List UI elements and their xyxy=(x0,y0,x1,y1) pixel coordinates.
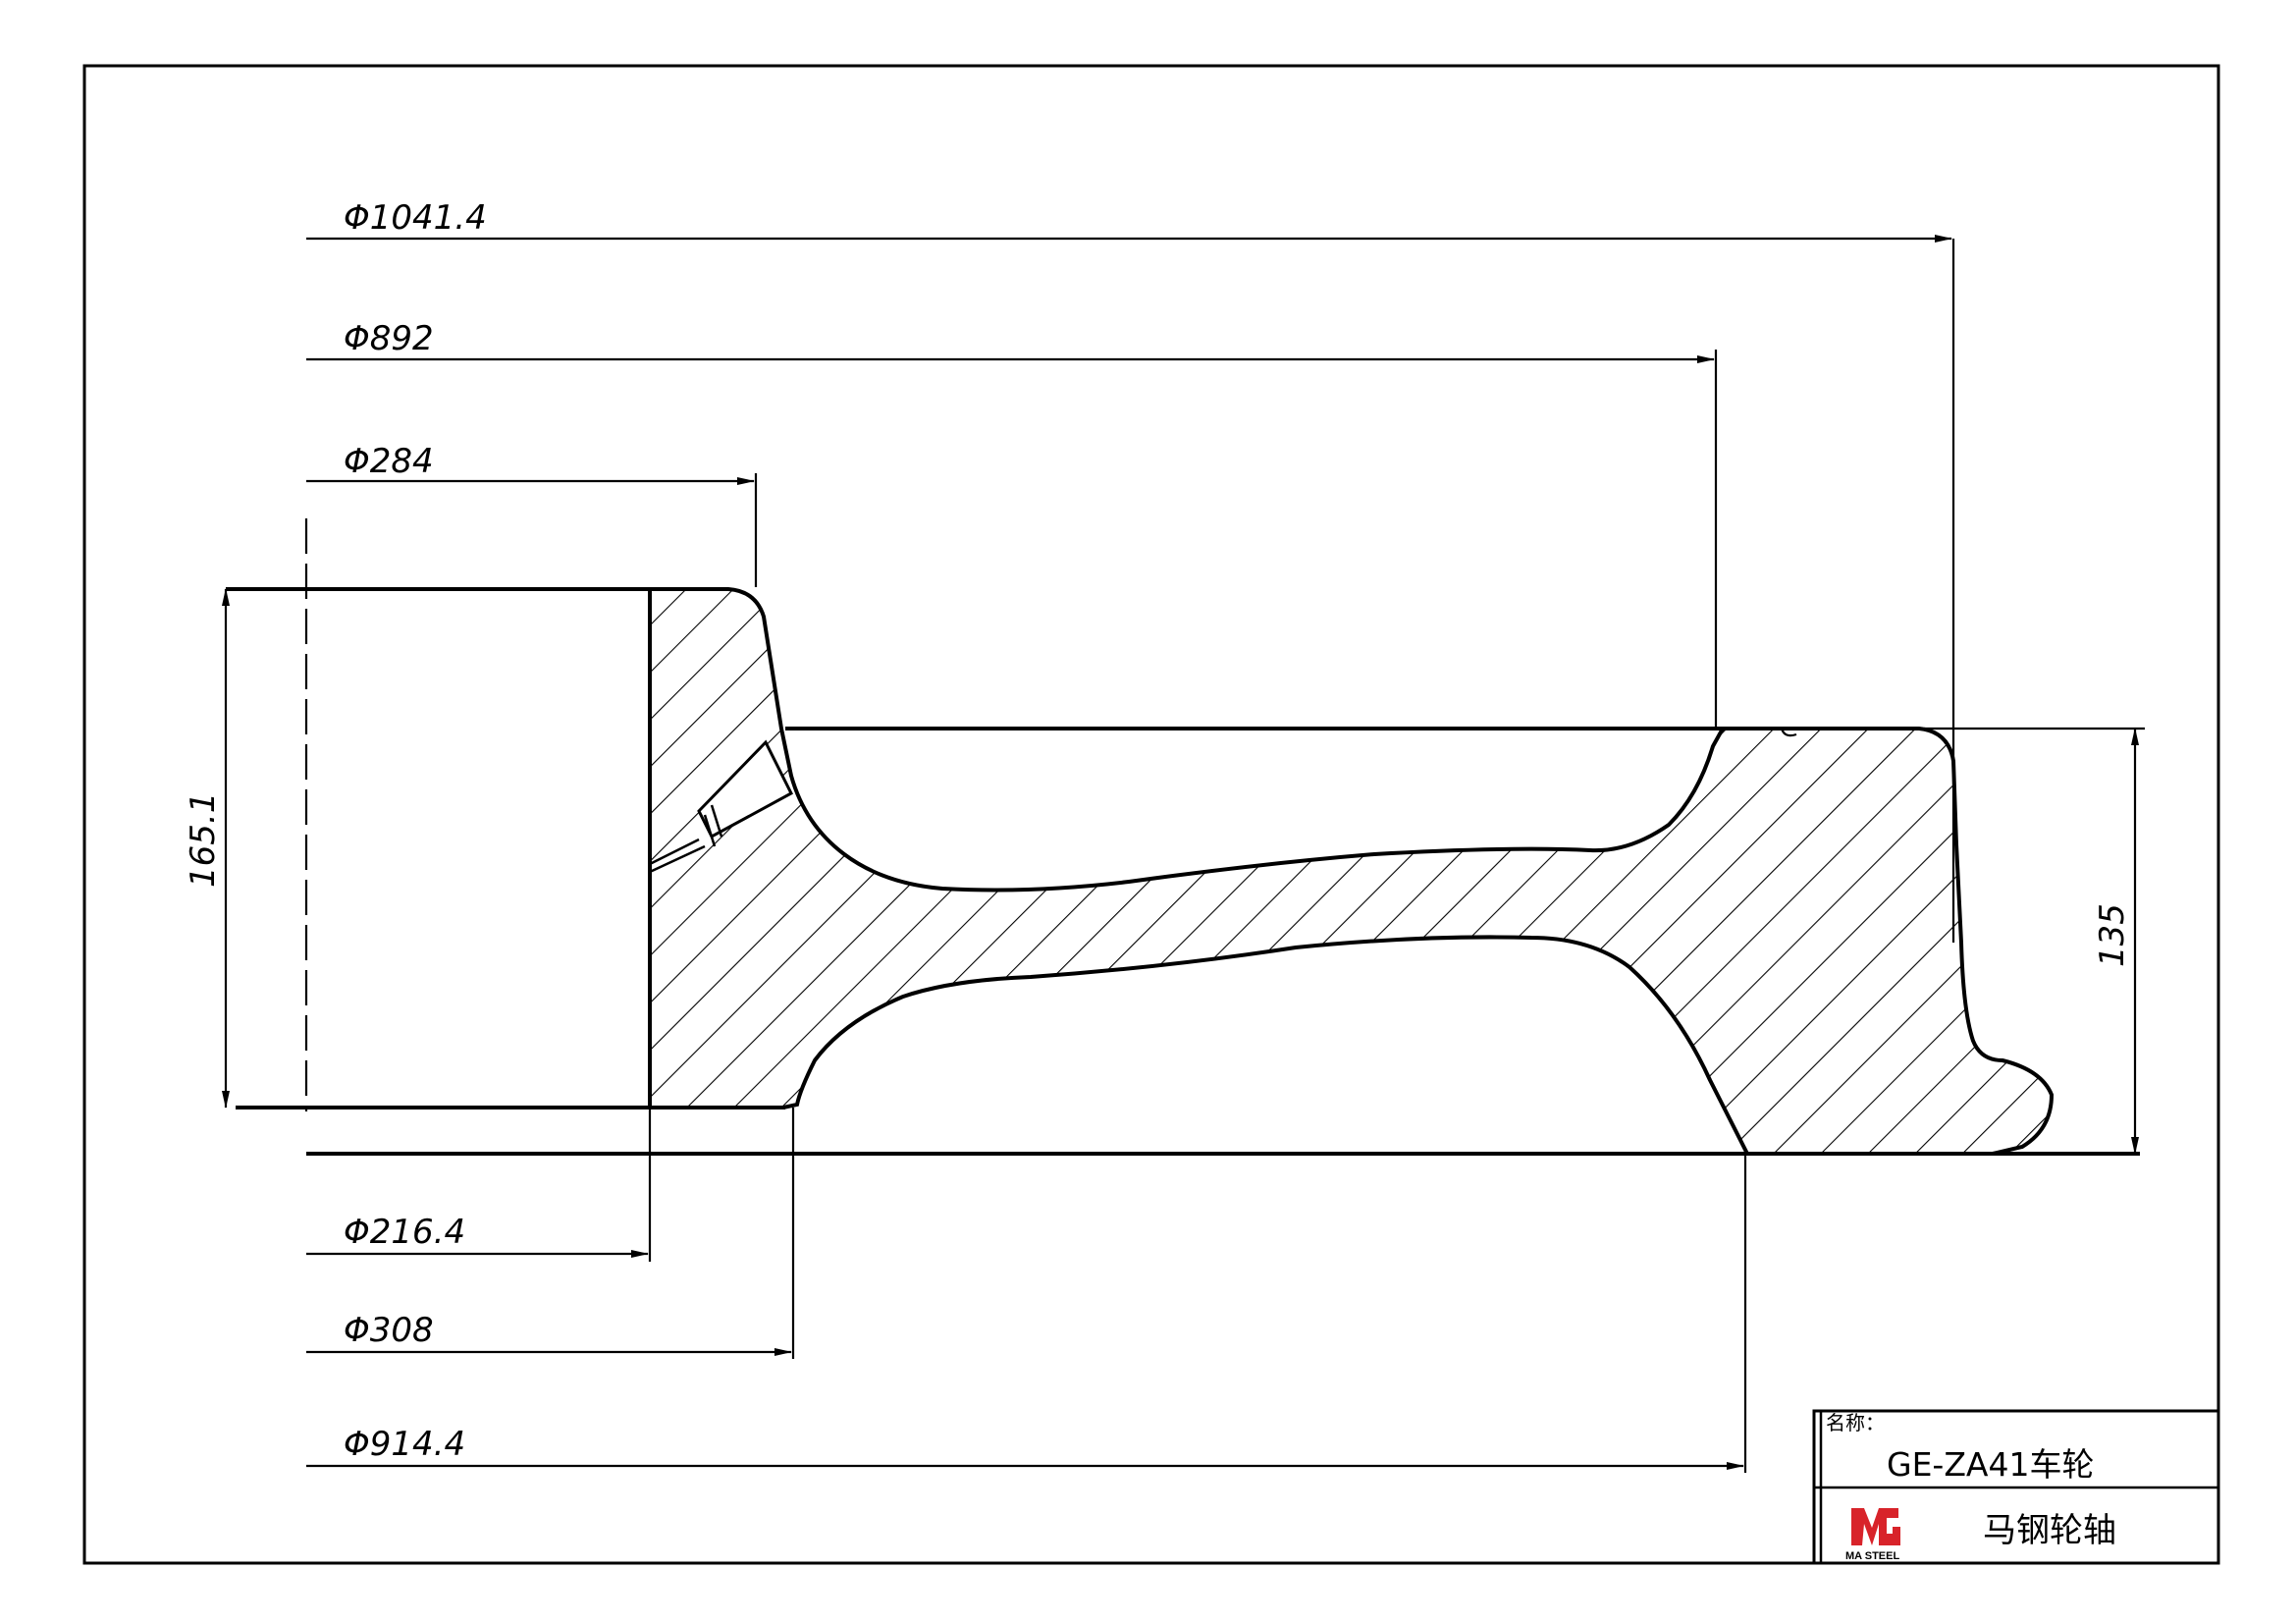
dim-308: Φ308 xyxy=(344,1311,434,1350)
title-name-label: 名称： xyxy=(1826,1411,1885,1434)
ma-steel-logo: MA STEEL xyxy=(1845,1508,1900,1562)
dim-892: Φ892 xyxy=(344,319,434,358)
dim-284: Φ284 xyxy=(344,442,434,481)
dimension-labels: Φ1041.4 Φ892 Φ284 Φ216.4 Φ308 Φ914.4 165… xyxy=(184,198,2132,1464)
dim-216: Φ216.4 xyxy=(344,1213,465,1252)
dim-hub-height: 165.1 xyxy=(184,792,223,888)
dimension-lines xyxy=(222,235,2145,1473)
oil-hole-detail xyxy=(649,739,793,874)
dim-rim-height: 135 xyxy=(2093,903,2132,967)
logo-text: MA STEEL xyxy=(1845,1550,1899,1562)
drawing-frame xyxy=(82,64,2220,1565)
title-part-name: GE-ZA41车轮 xyxy=(1887,1445,2095,1484)
title-company: 马钢轮轴 xyxy=(1983,1511,2116,1550)
dim-914: Φ914.4 xyxy=(344,1425,465,1464)
dim-outer-diameter: Φ1041.4 xyxy=(344,198,487,238)
section-hatched-area xyxy=(648,587,2055,1156)
wheel-cross-section xyxy=(226,587,2140,1156)
title-block: 名称： GE-ZA41车轮 MA STEEL 马钢轮轴 xyxy=(1812,1409,2220,1565)
rim-groove-mark xyxy=(1780,728,1797,737)
